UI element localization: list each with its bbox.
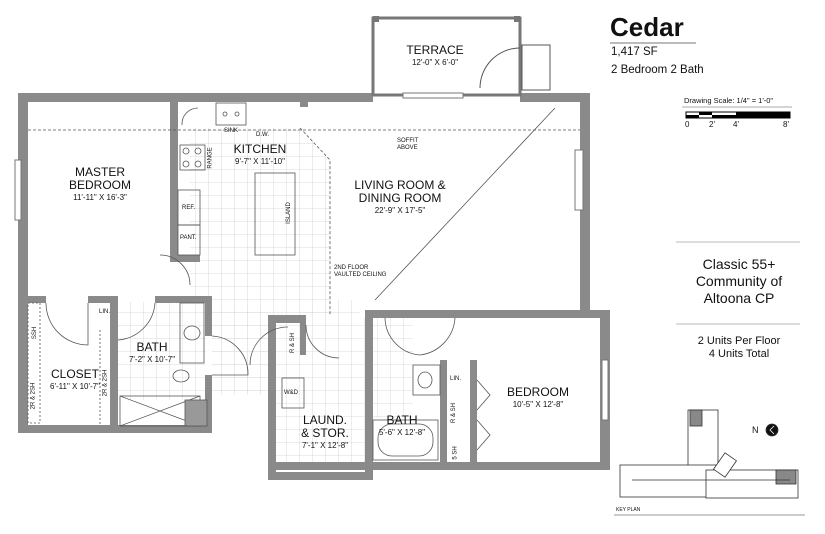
shelf-label: R & SH: [451, 402, 458, 424]
room-name: MASTER: [74, 165, 125, 179]
linen-label: LIN.: [450, 376, 462, 382]
key-plan-label: KEY PLAN: [616, 507, 641, 513]
bath-fixtures: [27, 302, 441, 461]
room-name: BEDROOM: [506, 385, 569, 399]
range-label: RANGE: [207, 147, 214, 169]
scale-tick: 4': [733, 120, 739, 129]
community-line: Community of: [695, 273, 783, 289]
kitchen-fixtures: [28, 102, 580, 315]
vaulted-label-2: VAULTED CEILING: [334, 272, 387, 278]
room-laundry-storage: LAUND. & STOR. 7'-1" X 12'-8": [290, 413, 360, 451]
scale-bar: [682, 106, 792, 119]
key-plan: [614, 409, 805, 516]
ref-label: REF.: [182, 205, 196, 211]
pantry-label: PANT.: [180, 235, 197, 241]
units-total: 4 Units Total: [708, 348, 770, 360]
room-dimensions: 12'-0" X 6'-0": [411, 58, 459, 68]
north-label: N: [752, 425, 759, 435]
scale-tick: 0: [685, 120, 690, 129]
room-name: KITCHEN: [233, 142, 287, 156]
room-name: BEDROOM: [68, 178, 131, 193]
shelf-label: SSH: [32, 326, 39, 340]
room-name: & STOR.: [301, 426, 349, 441]
room-name: LIVING ROOM &: [354, 178, 446, 192]
door-swings: [45, 254, 491, 451]
scale-tick: 2': [709, 120, 715, 129]
windows: [14, 92, 609, 421]
room-name: TERRACE: [406, 43, 464, 57]
plan-title: Cedar: [610, 12, 696, 44]
shelf-label: 2R & 2SH: [102, 369, 109, 397]
room-bath-2: BATH 5'-6" X 12'-8": [372, 413, 432, 438]
room-kitchen: KITCHEN 9'-7" X 11'-10": [220, 142, 300, 167]
room-bedroom: BEDROOM 10'-5" X 12'-8": [498, 385, 578, 410]
bed-bath-count: 2 Bedroom 2 Bath: [611, 64, 704, 76]
shelf-label: 2R & 2SH: [30, 382, 37, 410]
room-name: CLOSET: [50, 367, 99, 381]
vaulted-label-1: 2ND FLOOR: [334, 265, 369, 271]
room-dimensions: 11'-11" X 16'-3": [73, 193, 127, 203]
room-dimensions: 10'-5" X 12'-8": [512, 400, 564, 410]
room-master-bedroom: MASTER BEDROOM 11'-11" X 16'-3": [50, 165, 150, 203]
room-master-bath: BATH 7'-2" X 10'-7": [122, 340, 182, 365]
room-dimensions: 22'-9" X 17'-5": [374, 206, 426, 216]
units-per-floor: 2 Units Per Floor: [697, 335, 781, 347]
room-dimensions: 5'-6" X 12'-8": [378, 428, 426, 438]
soffit-label: SOFFIT ABOVE: [397, 138, 419, 151]
walls: [18, 93, 610, 480]
room-dimensions: 6'-11" X 10'-7": [50, 382, 100, 392]
island-label: ISLAND: [285, 202, 292, 224]
room-dimensions: 7'-1" X 12'-8": [301, 441, 349, 451]
room-name: BATH: [386, 413, 418, 427]
room-dimensions: 9'-7" X 11'-10": [235, 157, 285, 167]
shelf-label: R & SH: [290, 332, 297, 354]
unit-info: 2 Units Per Floor 4 Units Total: [676, 335, 802, 361]
linen-label: LIN.: [99, 309, 111, 315]
community-line: Classic 55+: [702, 256, 776, 272]
washer-dryer-label: W&D: [284, 390, 298, 396]
room-name: DINING ROOM: [358, 191, 442, 206]
sink-label: SINK: [224, 128, 239, 134]
community-line: Altoona CP: [703, 290, 775, 306]
room-name: LAUND.: [302, 413, 347, 427]
vault-line: [374, 107, 556, 301]
community-name: Classic 55+ Community of Altoona CP: [676, 256, 802, 307]
room-dimensions: 7'-2" X 10'-7": [128, 355, 176, 365]
shelf-label: 5 SH: [452, 446, 459, 460]
room-living-dining: LIVING ROOM & DINING ROOM 22'-9" X 17'-5…: [340, 178, 460, 216]
room-closet: CLOSET 6'-11" X 10'-7": [40, 367, 110, 392]
room-name: BATH: [136, 340, 168, 354]
room-terrace: TERRACE 12'-0" X 6'-0": [390, 43, 480, 68]
dishwasher-label: D.W.: [256, 132, 269, 138]
square-footage: 1,417 SF: [611, 46, 658, 58]
drawing-scale-label: Drawing Scale: 1/4" = 1'-0": [684, 96, 774, 105]
scale-tick: 8': [783, 120, 789, 129]
